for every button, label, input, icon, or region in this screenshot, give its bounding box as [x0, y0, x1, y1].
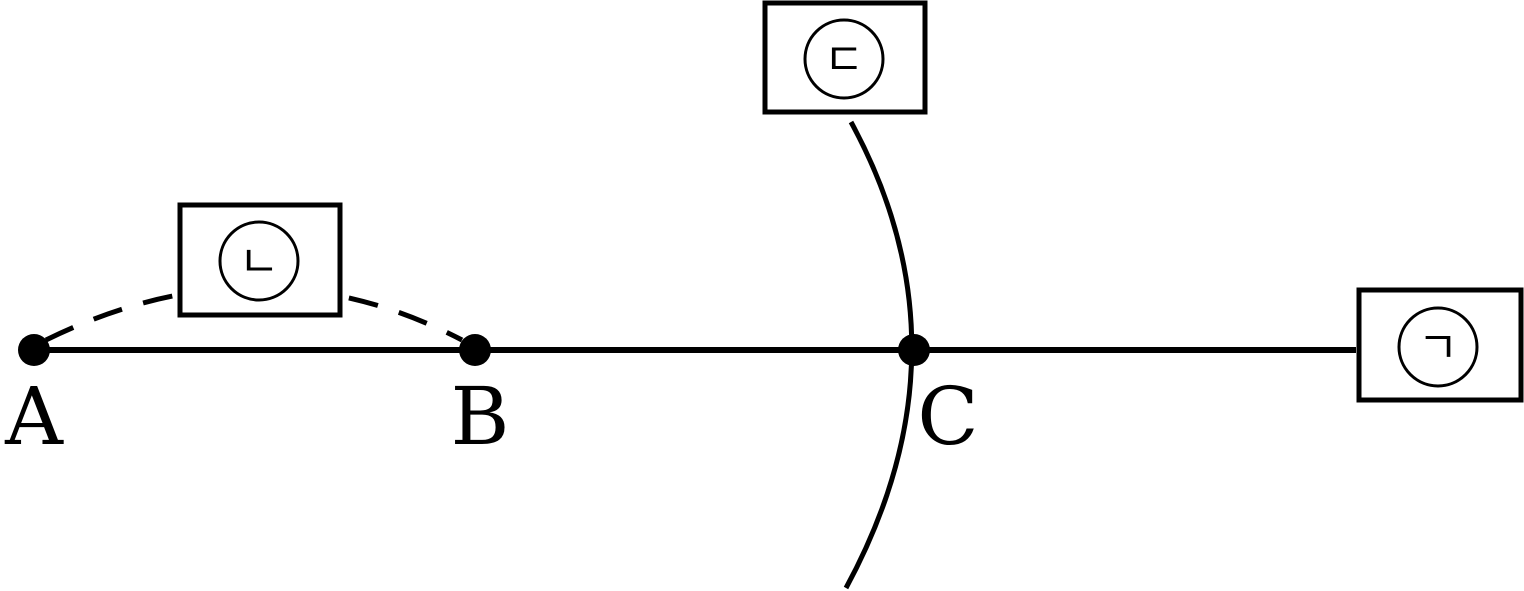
label-box-middle-circle	[218, 220, 300, 302]
point-b	[459, 334, 491, 366]
point-c	[898, 334, 930, 366]
label-box-top: ㄷ	[762, 0, 928, 115]
label-box-top-text: ㄷ	[824, 35, 864, 86]
point-a-label: A	[4, 370, 64, 463]
point-c-label: C	[917, 370, 978, 463]
label-box-middle: ㄴ	[177, 202, 343, 318]
label-box-right-text: ㄱ	[1418, 323, 1458, 374]
label-box-middle-text: ㄴ	[239, 237, 279, 288]
point-b-label: B	[451, 370, 510, 463]
point-a	[18, 334, 50, 366]
label-box-top-circle	[803, 18, 885, 100]
label-box-right-circle	[1397, 306, 1479, 388]
label-box-right: ㄱ	[1356, 287, 1524, 403]
